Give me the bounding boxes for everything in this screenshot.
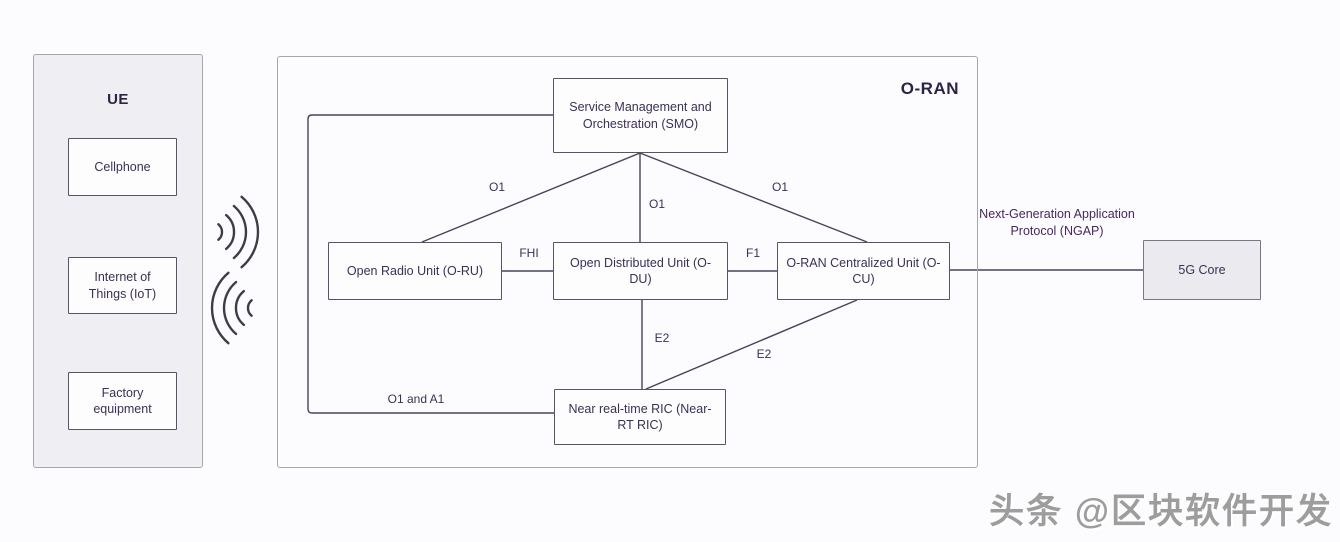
node-factory-equipment: Factory equipment xyxy=(68,372,177,430)
edge-label-e2-odu: E2 xyxy=(654,331,670,345)
node-5g-core: 5G Core xyxy=(1143,240,1261,300)
edge-label-fhi: FHI xyxy=(519,246,539,260)
edge-label-o1-and-a1: O1 and A1 xyxy=(387,392,445,406)
node-iot: Internet of Things (IoT) xyxy=(68,257,177,314)
node-near-rt-ric: Near real-time RIC (Near-RT RIC) xyxy=(554,389,726,445)
edge-label-o1-odu: O1 xyxy=(648,197,665,211)
wireless-signal-icon xyxy=(210,195,260,345)
ue-panel-title: UE xyxy=(107,91,129,108)
edge-smo-ocu xyxy=(639,152,868,243)
node-odu: Open Distributed Unit (O-DU) xyxy=(553,242,728,300)
node-cellphone: Cellphone xyxy=(68,138,177,196)
node-smo: Service Management and Orchestration (SM… xyxy=(553,78,728,153)
edge-label-o1-oru: O1 xyxy=(488,180,505,194)
edge-smo-oru xyxy=(421,152,641,243)
node-ocu: O-RAN Centralized Unit (O-CU) xyxy=(777,242,950,300)
oran-panel-title: O-RAN xyxy=(900,79,959,98)
edge-label-f1: F1 xyxy=(745,246,760,260)
node-oru: Open Radio Unit (O-RU) xyxy=(328,242,502,300)
oran-panel: O-RAN xyxy=(277,56,978,468)
edge-ocu-ric xyxy=(645,299,858,390)
edge-label-o1-ocu: O1 xyxy=(771,180,788,194)
watermark-text: 头条 @区块软件开发 xyxy=(989,492,1333,531)
edge-smo-ric xyxy=(307,114,554,414)
edge-label-e2-ocu: E2 xyxy=(756,347,772,361)
edge-label-ngap: Next-Generation Application Protocol (NG… xyxy=(979,207,1135,238)
